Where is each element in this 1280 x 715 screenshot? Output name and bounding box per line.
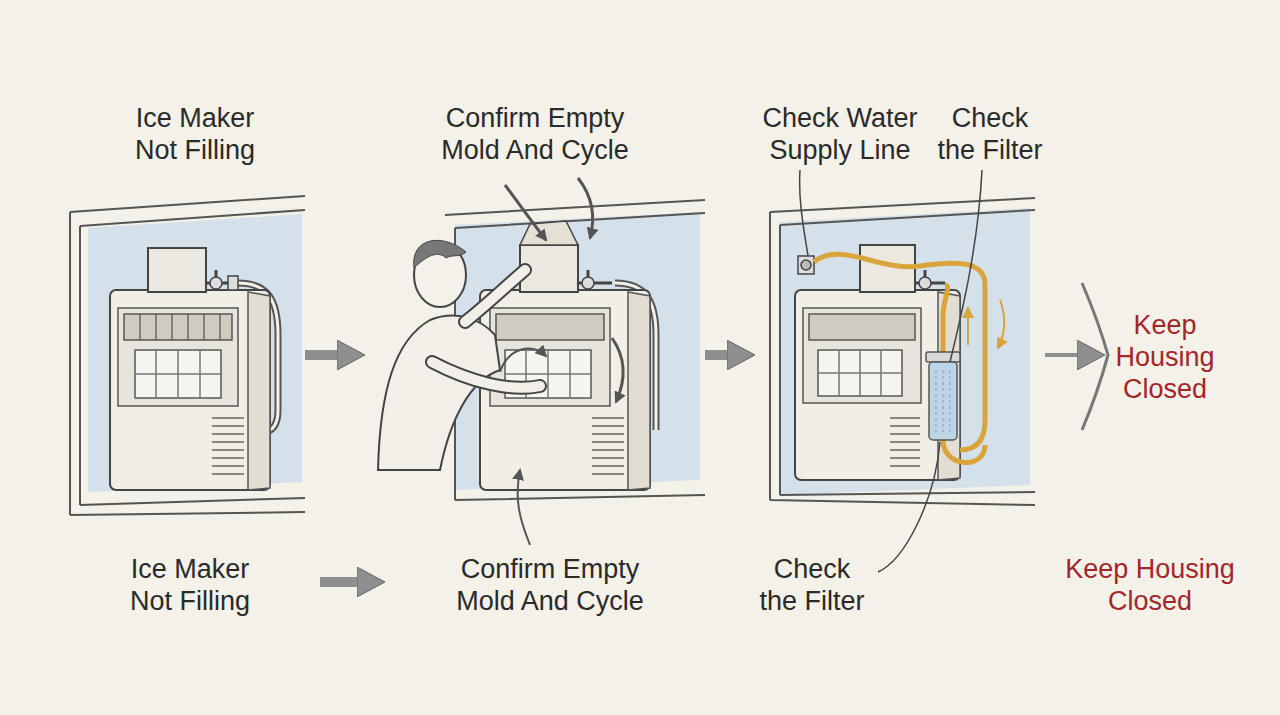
machine-body [795,290,960,480]
flow-arrow [1045,353,1083,357]
valve-knob [210,277,222,289]
flow-arrow [998,300,1004,348]
callout-label: Check the Filter [757,553,867,617]
window-slats [140,314,220,340]
wall-outlet [798,256,814,274]
person-hair [414,240,466,268]
vent-grille [890,418,920,466]
bin-window [496,314,604,340]
leader-arrow [518,470,530,545]
cabinet-line [770,198,1035,505]
open-lid [520,221,578,245]
step-heading: Keep Housing Closed [1105,309,1225,405]
cabinet-line [70,196,305,515]
step-panel: Check Water Supply LineCheck the Filter [755,100,1045,500]
wall-wash [88,214,302,492]
arrow-bracket [1082,283,1108,430]
valve-fitting [228,276,238,290]
machine-side [248,292,270,490]
step-heading: Check the Filter [935,102,1045,166]
flow-arrow [320,577,363,587]
outlet-valve [801,260,811,270]
valve-knob [582,277,594,289]
flow-arrow [705,350,733,360]
step-panel: Ice Maker Not Filling [85,100,305,500]
bin-window [124,314,232,340]
ice-cubes [818,350,902,396]
person-arm [432,362,540,388]
person-arm [465,270,525,322]
wall-wash [780,208,1030,495]
warning-note: Keep Housing Closed [1060,553,1240,617]
ice-cubes [135,350,221,398]
step-heading: Ice Maker Not Filling [120,102,270,166]
supply-tube [814,254,985,450]
filter-cap [926,352,960,362]
step-heading: Check Water Supply Line [755,102,925,166]
motion-arrow [500,349,546,372]
leader-line [800,170,808,256]
flow-arrow [305,350,343,360]
person-torso [378,316,500,470]
icemaker-head [148,248,206,292]
machine-side [628,292,650,490]
step-label: Ice Maker Not Filling [60,550,320,620]
outcome-note: Keep Housing Closed [1105,305,1225,410]
leader-arrow [578,178,593,238]
ice-bin [135,350,221,398]
vent-grille [592,418,624,474]
step-heading: Ice Maker Not Filling [115,553,265,617]
leader-line [878,442,940,572]
ice-bin [818,350,902,396]
flow-arrow [967,308,969,345]
front-panel [803,308,921,403]
step-heading: Confirm Empty Mold And Cycle [430,102,640,166]
front-panel [118,308,238,406]
filter-media [936,370,950,432]
supply-tube [943,440,985,462]
step-panel: Confirm Empty Mold And Cycle [365,100,705,500]
machine-body [110,290,270,490]
step-heading: Confirm Empty Mold And Cycle [445,553,655,617]
filter-canister [929,362,957,440]
motion-arrow [612,338,623,402]
leader-arrow [505,185,546,240]
supply-tube [943,285,948,354]
bin-window [809,314,915,340]
leader-line [950,170,982,362]
person-arm-inner [432,362,540,388]
person-arm-inner [465,270,525,322]
step-label: Confirm Empty Mold And Cycle [385,550,715,620]
valve-knob [919,277,931,289]
vent-grille [212,418,244,474]
